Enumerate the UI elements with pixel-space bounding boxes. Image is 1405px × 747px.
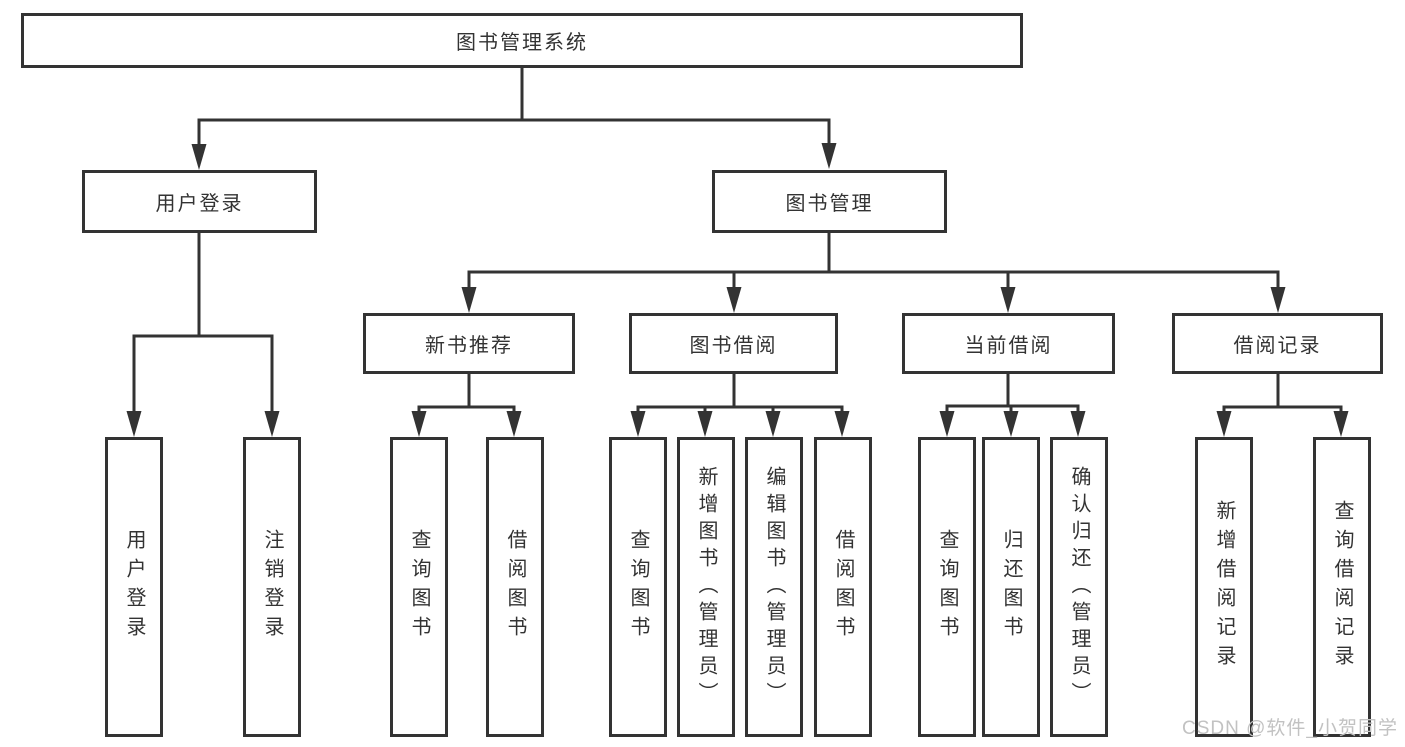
leaf-bb-borrow-book-label: 借阅图书 <box>832 529 854 645</box>
leaf-br-query-record-label: 查询借阅记录 <box>1331 500 1353 674</box>
node-new-book-recommend-label: 新书推荐 <box>425 335 513 357</box>
leaf-logout-label: 注销登录 <box>261 529 283 645</box>
leaf-bb-edit-book-admin: 编辑图书（管理员） <box>745 437 803 737</box>
leaf-cb-confirm-return-admin: 确认归还（管理员） <box>1050 437 1108 737</box>
leaf-cb-query-book: 查询图书 <box>918 437 976 737</box>
leaf-cb-return-book: 归还图书 <box>982 437 1040 737</box>
leaf-bb-query-book: 查询图书 <box>609 437 667 737</box>
leaf-cb-confirm-return-admin-label: 确认归还（管理员） <box>1068 465 1090 709</box>
node-book-borrow-label: 图书借阅 <box>689 335 778 357</box>
node-user-login-label: 用户登录 <box>155 193 244 215</box>
node-borrow-record-label: 借阅记录 <box>1233 335 1322 357</box>
leaf-cb-return-book-label: 归还图书 <box>1000 529 1022 645</box>
leaf-bb-edit-book-admin-label: 编辑图书（管理员） <box>763 465 785 709</box>
node-book-management-label: 图书管理 <box>785 193 874 215</box>
leaf-nbr-borrow-book-label: 借阅图书 <box>504 529 526 645</box>
leaf-br-add-record-label: 新增借阅记录 <box>1213 500 1235 674</box>
leaf-br-add-record: 新增借阅记录 <box>1195 437 1253 737</box>
node-root-system: 图书管理系统 <box>21 13 1023 68</box>
csdn-watermark: CSDN @软件_小贺同学 <box>1182 718 1398 739</box>
node-current-borrow: 当前借阅 <box>902 313 1115 374</box>
node-new-book-recommend: 新书推荐 <box>363 313 575 374</box>
node-root-system-label: 图书管理系统 <box>456 32 588 54</box>
leaf-user-login-label: 用户登录 <box>123 529 145 645</box>
leaf-logout: 注销登录 <box>243 437 301 737</box>
leaf-bb-add-book-admin-label: 新增图书（管理员） <box>695 465 717 709</box>
node-book-borrow: 图书借阅 <box>629 313 838 374</box>
leaf-bb-borrow-book: 借阅图书 <box>814 437 872 737</box>
leaf-nbr-query-book-label: 查询图书 <box>408 529 430 645</box>
leaf-bb-add-book-admin: 新增图书（管理员） <box>677 437 735 737</box>
node-user-login: 用户登录 <box>82 170 317 233</box>
leaf-bb-query-book-label: 查询图书 <box>627 529 649 645</box>
node-borrow-record: 借阅记录 <box>1172 313 1383 374</box>
leaf-user-login: 用户登录 <box>105 437 163 737</box>
node-current-borrow-label: 当前借阅 <box>964 335 1053 357</box>
leaf-br-query-record: 查询借阅记录 <box>1313 437 1371 737</box>
node-book-management: 图书管理 <box>712 170 947 233</box>
leaf-nbr-borrow-book: 借阅图书 <box>486 437 544 737</box>
leaf-cb-query-book-label: 查询图书 <box>936 529 958 645</box>
leaf-nbr-query-book: 查询图书 <box>390 437 448 737</box>
